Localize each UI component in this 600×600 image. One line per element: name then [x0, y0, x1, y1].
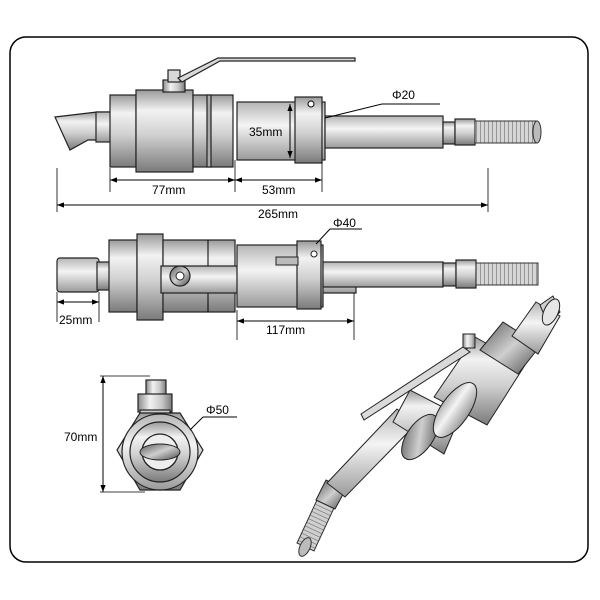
dim-diameter-50: Φ50: [206, 403, 229, 417]
side-nozzle: [56, 257, 100, 293]
dim-length-53: 53mm: [262, 183, 295, 197]
side-valve-center: [136, 233, 164, 321]
side-fitting: [442, 262, 457, 287]
valve-body-center: [135, 89, 194, 173]
valve-body-left: [109, 94, 137, 168]
side-pipe: [322, 261, 444, 288]
end-ball-slot: [139, 443, 181, 461]
top-view: Φ20 35mm 77mm 53mm 265mm: [54, 57, 542, 221]
fitting-nut: [454, 118, 476, 146]
hose: [474, 120, 538, 144]
dim-length-117: 117mm: [266, 323, 305, 337]
iso-stem: [462, 333, 476, 349]
dim-height-70: 70mm: [64, 430, 97, 444]
iso-handle-lever: [360, 346, 471, 421]
valve-ring: [206, 94, 212, 168]
side-hose: [475, 262, 539, 286]
side-fitting-nut: [455, 259, 477, 289]
valve-body-right: [192, 94, 234, 168]
valve-nut: [167, 69, 181, 83]
side-view: Φ40 25mm 117mm: [56, 216, 539, 340]
side-valve-left: [108, 239, 138, 313]
pipe: [324, 115, 444, 149]
handle-lever: [176, 57, 356, 83]
dim-pipe-diameter: Φ20: [392, 88, 415, 102]
frame-border: [9, 36, 589, 563]
dim-length-25: 25mm: [59, 313, 92, 327]
iso-connector-face: [401, 413, 439, 461]
side-connector-collar: [296, 240, 322, 310]
dim-diameter-40: Φ40: [333, 216, 356, 230]
dim-length-77: 77mm: [152, 183, 185, 197]
end-view: 70mm Φ50: [64, 375, 237, 493]
isometric-view: [296, 295, 561, 557]
fitting: [442, 121, 456, 145]
connector-collar: [294, 96, 323, 164]
end-stem: [137, 393, 173, 413]
connector-pin: [307, 100, 315, 108]
hose-end: [532, 120, 542, 144]
dim-total-length: 265mm: [258, 207, 298, 221]
dim-height-35: 35mm: [249, 125, 282, 139]
